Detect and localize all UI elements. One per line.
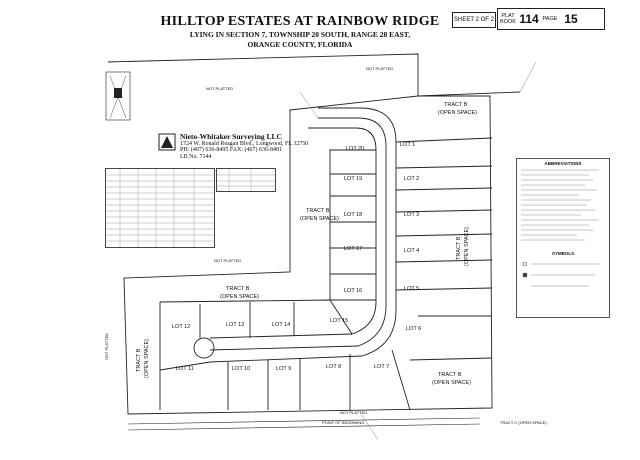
lot-4: LOT 4: [404, 248, 419, 254]
lot-13: LOT 13: [226, 322, 244, 328]
tract-b-mid-open-space: (OPEN SPACE): [300, 216, 339, 222]
lot-15: LOT 15: [330, 318, 348, 324]
subtitle-line-1: LYING IN SECTION 7, TOWNSHIP 20 SOUTH, R…: [189, 30, 411, 39]
surveyor-lb: LB No. 7144: [180, 153, 212, 160]
vicinity-sketch: [105, 71, 131, 121]
curve-table: [105, 168, 215, 248]
lot-9: LOT 9: [276, 366, 291, 372]
point-of-beginning: POINT OF BEGINNING: [322, 420, 364, 425]
abbreviations-lines: [521, 169, 599, 241]
north-boundary-line: [107, 53, 521, 97]
lot-17: LOT 17: [344, 246, 362, 252]
lot-16: LOT 16: [344, 288, 362, 294]
symbols-title: SYMBOLS: [551, 251, 575, 256]
plat-book-label: PLAT BOOK: [498, 13, 518, 25]
lot-12: LOT 12: [172, 324, 190, 330]
surveyor-name: Nieto-Whitaker Surveying LLC: [180, 132, 282, 141]
not-platted-left-top: NOT PLATTED: [206, 86, 233, 91]
tract-b-top-open-space: (OPEN SPACE): [438, 110, 477, 116]
tract-b-mid: TRACT B: [306, 208, 330, 214]
road-centerline: [209, 117, 387, 351]
surveyor-address: 1724 W. Ronald Reagan Blvd., Longwood, F…: [180, 140, 309, 147]
book-number: 114: [519, 12, 539, 26]
lot-5: LOT 5: [404, 286, 419, 292]
abbreviations-title: ABBREVIATIONS: [544, 161, 582, 166]
page-label: PAGE: [542, 16, 558, 22]
tract-b-bottom-right: TRACT B: [438, 372, 462, 378]
lot-19: LOT 19: [344, 176, 362, 182]
not-platted-west: NOT PLATTED: [214, 258, 241, 263]
line-table: [216, 168, 276, 192]
lot-3: LOT 3: [404, 212, 419, 218]
not-platted-top: NOT PLATTED: [366, 66, 393, 71]
tract-b-bottom-right-open-space: (OPEN SPACE): [432, 380, 471, 386]
exterior-boundary: [123, 95, 493, 415]
abbreviations-legend: ABBREVIATIONS SYMBOLS: [516, 158, 610, 318]
lot-2: LOT 2: [404, 176, 419, 182]
plat-subtitle: LYING IN SECTION 7, TOWNSHIP 20 SOUTH, R…: [150, 30, 450, 50]
surveyor-logo-icon: [158, 133, 176, 151]
tract-b-top: TRACT B: [444, 102, 468, 108]
tract-b-right-open-space: (OPEN SPACE): [464, 227, 470, 266]
cul-de-sac: [193, 337, 215, 359]
surveyor-block: Nieto-Whitaker Surveying LLC 1724 W. Ron…: [180, 132, 309, 160]
book-label: BOOK: [500, 19, 516, 25]
tract-b-right: TRACT B: [456, 236, 462, 260]
tract-c-label: TRACT C (OPEN SPACE): [500, 420, 547, 425]
lot-20: LOT 20: [346, 146, 364, 152]
sheet-number: SHEET 2 OF 2: [452, 12, 496, 28]
lot-1: LOT 1: [400, 142, 415, 148]
tract-b-lower: TRACT B: [226, 286, 250, 292]
plat-book-box: PLAT BOOK 114 PAGE 15: [497, 8, 605, 30]
plat-label: PLAT: [501, 13, 515, 19]
lot-7: LOT 7: [374, 364, 389, 370]
tract-b-left-open-space: (OPEN SPACE): [144, 339, 150, 378]
lot-6: LOT 6: [406, 326, 421, 332]
lot-8: LOT 8: [326, 364, 341, 370]
tract-b-lower-open-space: (OPEN SPACE): [220, 294, 259, 300]
not-platted-sw: NOT PLATTED: [104, 333, 109, 360]
lot-11: LOT 11: [176, 366, 194, 372]
not-platted-bottom: NOT PLATTED: [340, 410, 367, 415]
lot-18: LOT 18: [344, 212, 362, 218]
page-number: 15: [564, 12, 578, 26]
lot-14: LOT 14: [272, 322, 290, 328]
road-edge-inner: [209, 107, 397, 363]
plat-title: HILLTOP ESTATES AT RAINBOW RIDGE: [160, 14, 440, 29]
tract-b-left: TRACT B: [136, 348, 142, 372]
road-edge-outer: [209, 127, 377, 339]
symbols-lines: [522, 261, 599, 287]
lot-10: LOT 10: [232, 366, 250, 372]
subtitle-line-2: ORANGE COUNTY, FLORIDA: [247, 40, 353, 49]
surveyor-phone: PH: (407) 636-8495 FAX: (407) 636-8481: [180, 147, 283, 153]
